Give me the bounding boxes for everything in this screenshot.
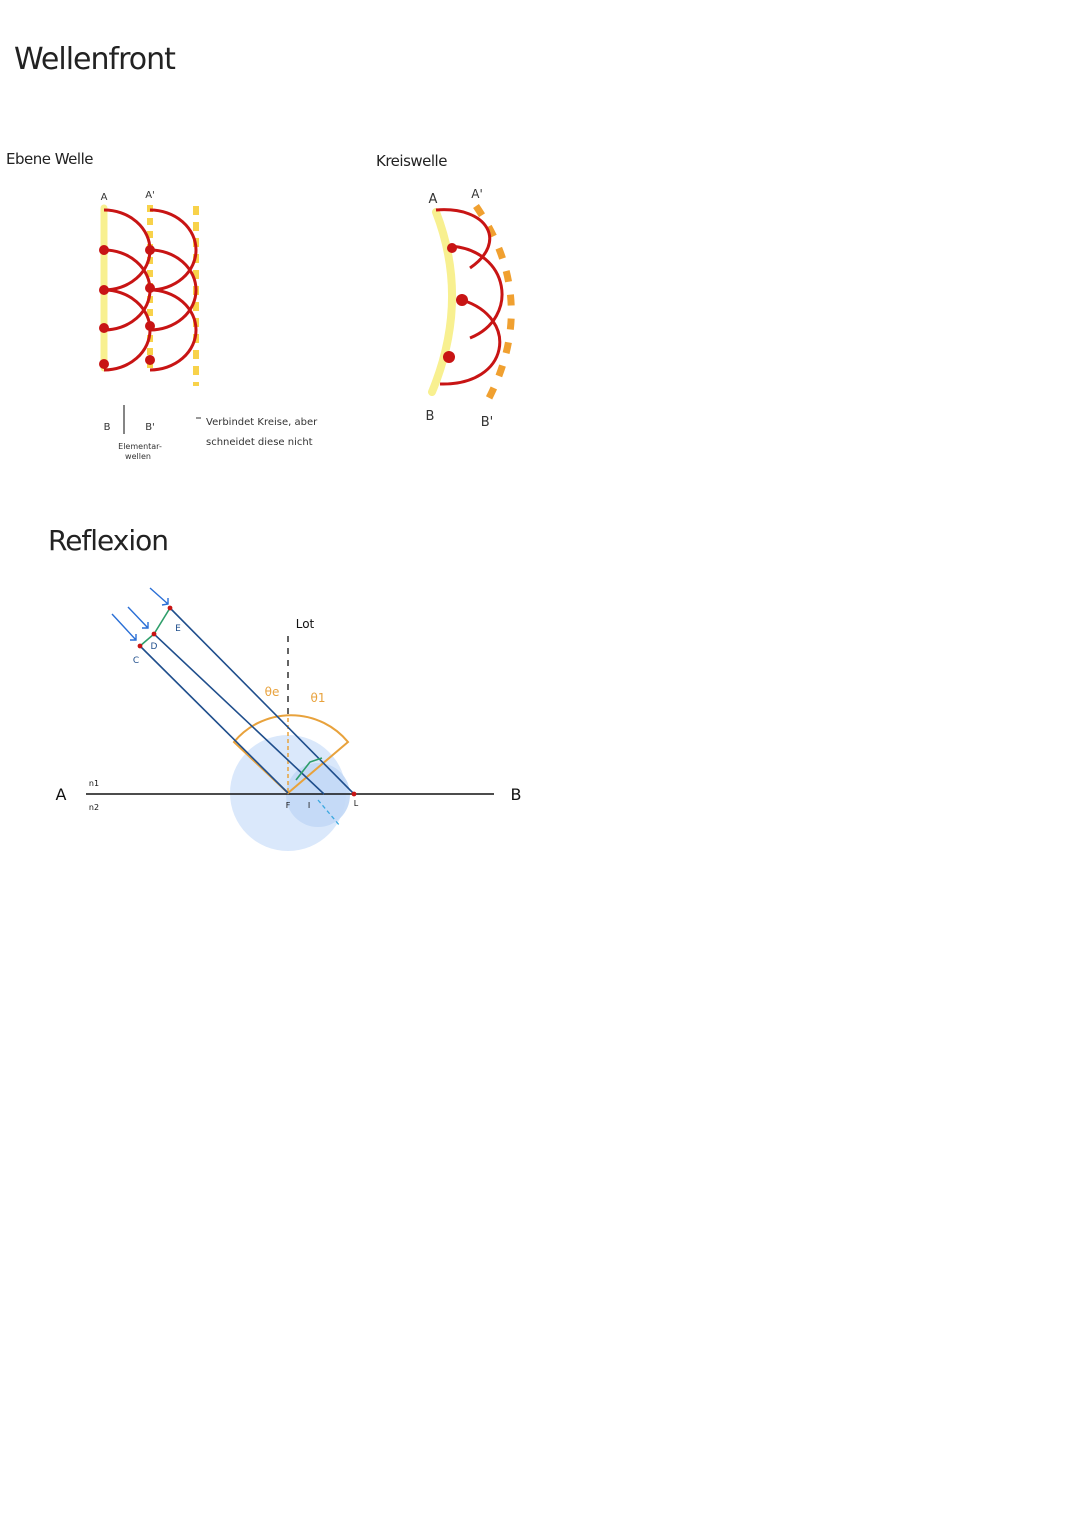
plane-label-a: A bbox=[101, 192, 108, 203]
source-point-8 bbox=[145, 355, 155, 365]
arc-5 bbox=[149, 248, 198, 332]
source-point-5 bbox=[145, 245, 155, 255]
arc-6 bbox=[149, 288, 198, 372]
elementary-waves-label-1: Elementar- bbox=[118, 442, 162, 451]
arrow-3 bbox=[149, 587, 169, 606]
circle-label-a: A bbox=[429, 192, 438, 207]
arc-4 bbox=[149, 208, 198, 292]
normal-label: Lot bbox=[296, 617, 315, 631]
note-text-1: Verbindet Kreise, aber bbox=[206, 417, 318, 428]
ray-d bbox=[153, 633, 325, 795]
plane-label-b: B bbox=[104, 422, 111, 433]
elementary-waves-label-2: wellen bbox=[125, 452, 151, 461]
incident-rays bbox=[139, 607, 355, 795]
point-l bbox=[351, 791, 357, 797]
point-e bbox=[167, 605, 173, 611]
ray-c bbox=[139, 645, 289, 794]
angle-sector bbox=[232, 714, 350, 795]
note-text-2: schneidet diese nicht bbox=[206, 437, 313, 448]
circle-label-b: B bbox=[426, 409, 435, 424]
reflection-heading: Reflexion bbox=[48, 524, 169, 557]
page-title: Wellenfront bbox=[14, 42, 176, 77]
wavefront-cde bbox=[139, 607, 171, 647]
label-i: I bbox=[308, 801, 310, 810]
theta-e-label: θe bbox=[265, 685, 280, 699]
label-c: C bbox=[133, 656, 139, 666]
source-point-1 bbox=[99, 245, 109, 255]
reflection-diagram: Lot θe θ1 n1 n2 A B C D E F I L bbox=[56, 587, 522, 851]
point-d bbox=[151, 631, 157, 637]
circular-source-points bbox=[443, 243, 468, 363]
dashed-refracted-line bbox=[317, 799, 341, 827]
ray-e bbox=[169, 607, 355, 795]
source-point-7 bbox=[145, 321, 155, 331]
label-f: F bbox=[286, 801, 291, 810]
interface-label-a: A bbox=[56, 785, 67, 804]
circ-source-2 bbox=[456, 294, 468, 306]
elementary-circle-small bbox=[286, 763, 350, 827]
source-points bbox=[99, 245, 155, 369]
circ-arc-3 bbox=[439, 298, 502, 386]
circle-label-b-prime: B' bbox=[481, 415, 494, 430]
label-l: L bbox=[354, 799, 359, 808]
source-point-2 bbox=[99, 285, 109, 295]
wavefront-points bbox=[137, 605, 357, 797]
circ-arc-2 bbox=[449, 244, 504, 340]
circular-wave-diagram: A A' B B' bbox=[426, 187, 515, 430]
circ-source-1 bbox=[447, 243, 457, 253]
plane-label-a-prime: A' bbox=[145, 190, 155, 201]
circular-elementary-arcs bbox=[435, 208, 504, 386]
circ-source-3 bbox=[443, 351, 455, 363]
direction-arrows bbox=[111, 587, 169, 641]
source-point-4 bbox=[99, 359, 109, 369]
plane-wave-heading: Ebene Welle bbox=[6, 150, 93, 168]
medium-2-label: n2 bbox=[89, 803, 99, 812]
reflected-wavefront bbox=[295, 757, 323, 781]
circ-arc-1 bbox=[435, 208, 492, 270]
interface-label-b: B bbox=[511, 785, 522, 804]
circular-wavefront-ab bbox=[428, 208, 456, 396]
circular-wave-heading: Kreiswelle bbox=[376, 152, 447, 170]
label-e: E bbox=[175, 624, 181, 634]
source-point-6 bbox=[145, 283, 155, 293]
arrow-2 bbox=[127, 606, 149, 629]
plane-label-b-prime: B' bbox=[145, 422, 155, 433]
label-d: D bbox=[151, 642, 158, 652]
source-point-3 bbox=[99, 323, 109, 333]
plane-wave-diagram: A A' B B' Elementar- wellen Verbindet Kr… bbox=[99, 190, 318, 461]
theta-1-label: θ1 bbox=[311, 691, 326, 705]
circular-wavefront-a-prime-b-prime bbox=[473, 204, 515, 402]
arrow-1 bbox=[111, 613, 137, 641]
circle-label-a-prime: A' bbox=[471, 187, 483, 201]
medium-1-label: n1 bbox=[89, 779, 99, 788]
point-c bbox=[137, 643, 143, 649]
